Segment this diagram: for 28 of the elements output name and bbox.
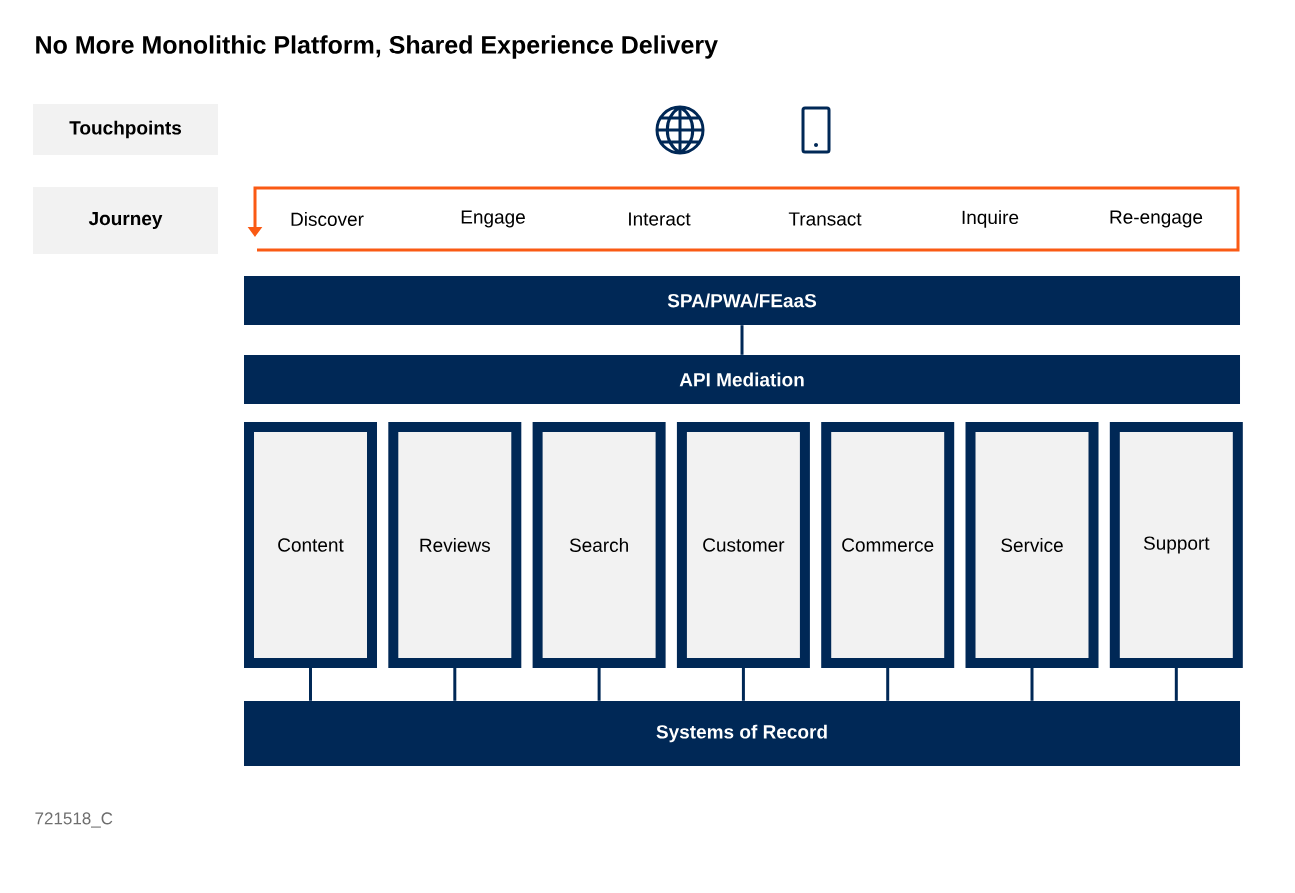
service-column: Customer [676, 422, 810, 668]
connector-line [740, 325, 744, 355]
stage-label: Interact [629, 212, 691, 226]
connector-line [741, 668, 745, 701]
connector-line [1174, 668, 1178, 701]
row-header: Touchpoints [33, 104, 218, 155]
connector-line [597, 668, 601, 701]
layer-bar: SPA/PWA/FEaaS [244, 276, 1240, 325]
layer-bar: Systems of Record [244, 701, 1240, 766]
service-column: Content [244, 422, 377, 668]
stage-label: Inquire [962, 210, 1019, 228]
service-column: Commerce [821, 422, 955, 668]
connector-line [886, 668, 890, 701]
stage-label: Discover [291, 212, 364, 226]
layer-bar: API Mediation [244, 355, 1240, 404]
connector-line [309, 668, 312, 701]
title: No More Monolithic Platform, Shared Experience Delivery [36, 35, 718, 59]
stage-label: Engage [461, 210, 525, 228]
service-column: Search [532, 422, 666, 668]
stage-label: Transact [788, 212, 862, 226]
service-column: Support [1109, 422, 1243, 668]
stage-label: Re-engage [1110, 210, 1203, 228]
connector-line [1030, 668, 1034, 701]
row-header: Journey [33, 187, 218, 254]
connector-line [453, 668, 457, 701]
service-column: Reviews [388, 422, 522, 668]
figure-id: 721518_C [35, 812, 113, 828]
service-column: Service [965, 422, 1099, 668]
